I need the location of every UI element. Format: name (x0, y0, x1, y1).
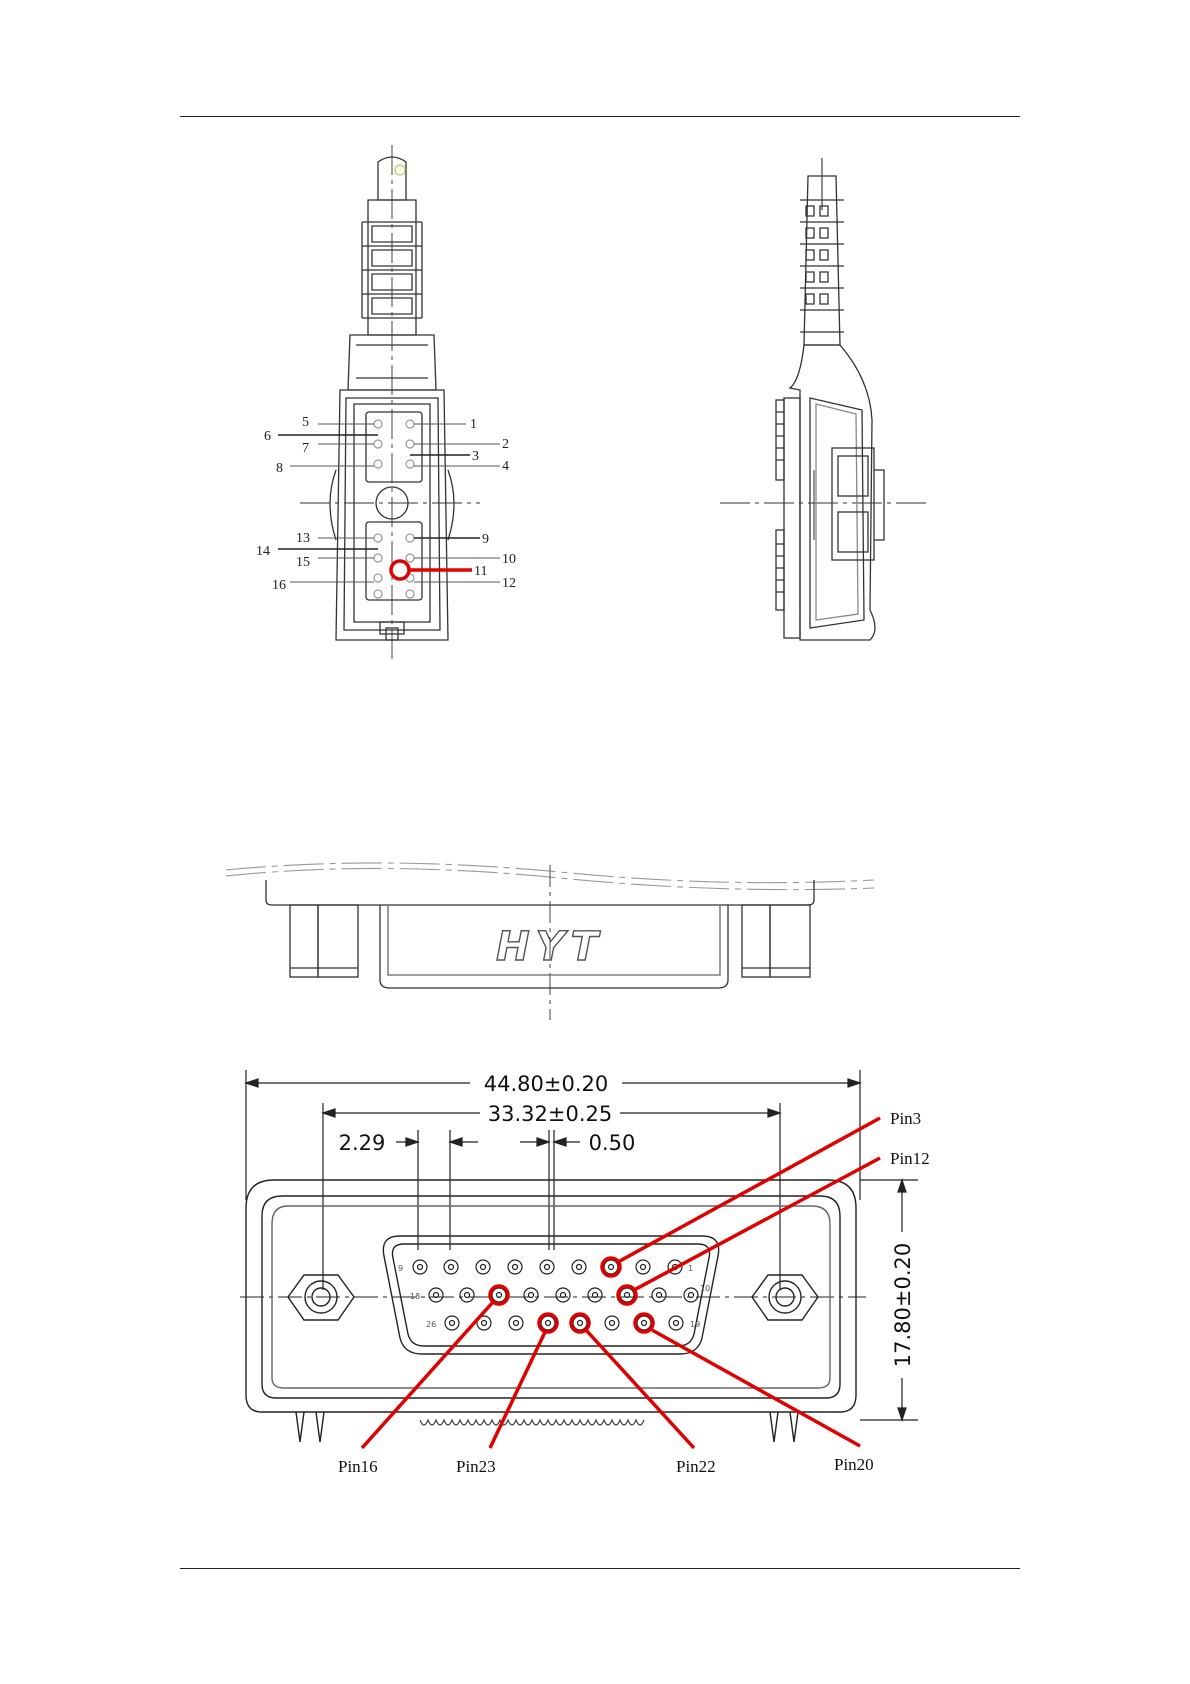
dim-pin-pitch: 2.29 (339, 1131, 386, 1155)
dim-mount-spacing: 33.32±0.25 (488, 1102, 612, 1126)
pin-label-15: 15 (296, 555, 310, 570)
pin-label-2: 2 (502, 437, 509, 452)
callout-pin20: Pin20 (834, 1455, 874, 1474)
pin-11-highlight (391, 561, 409, 579)
pin-label-13: 13 (296, 531, 310, 546)
callout-pin12: Pin12 (890, 1149, 930, 1168)
row2-right-number: 10 (700, 1284, 710, 1293)
pin-label-1: 1 (470, 417, 477, 432)
row1-right-number: 1 (688, 1264, 693, 1273)
pin-label-8: 8 (276, 461, 283, 476)
pin-label-14: 14 (256, 544, 270, 559)
callout-pin22: Pin22 (676, 1457, 716, 1476)
hyt-logo: HYT (496, 924, 604, 970)
dim-pin-gap: 0.50 (589, 1131, 636, 1155)
dsub-body (240, 1180, 866, 1442)
pin-label-6: 6 (264, 429, 271, 444)
pin-label-7: 7 (302, 441, 309, 456)
pin-label-16: 16 (272, 578, 286, 593)
row3-right-number: 19 (690, 1320, 700, 1329)
dim-height: 17.80±0.20 (891, 1243, 915, 1367)
pin-label-9: 9 (482, 532, 489, 547)
dim-overall-width: 44.80±0.20 (484, 1072, 608, 1096)
dsub-row-2 (429, 1288, 698, 1302)
pin-label-10: 10 (502, 552, 516, 567)
pin-label-12: 12 (502, 576, 516, 591)
pin-label-3: 3 (472, 449, 479, 464)
row2-left-number: 18 (410, 1292, 420, 1301)
row3-left-number: 26 (426, 1320, 436, 1329)
pin-label-11: 11 (474, 564, 487, 579)
callout-pin3: Pin3 (890, 1109, 921, 1128)
plug-front-view (300, 145, 480, 660)
pin-label-5: 5 (302, 415, 309, 430)
dsub-bottom-ridge (420, 1420, 644, 1425)
callout-pin16: Pin16 (338, 1457, 378, 1476)
pin-label-4: 4 (502, 459, 509, 474)
plug-side-view (720, 158, 930, 640)
dsub-row-1 (413, 1260, 682, 1274)
callout-pin23: Pin23 (456, 1457, 496, 1476)
row1-left-number: 9 (398, 1264, 403, 1273)
